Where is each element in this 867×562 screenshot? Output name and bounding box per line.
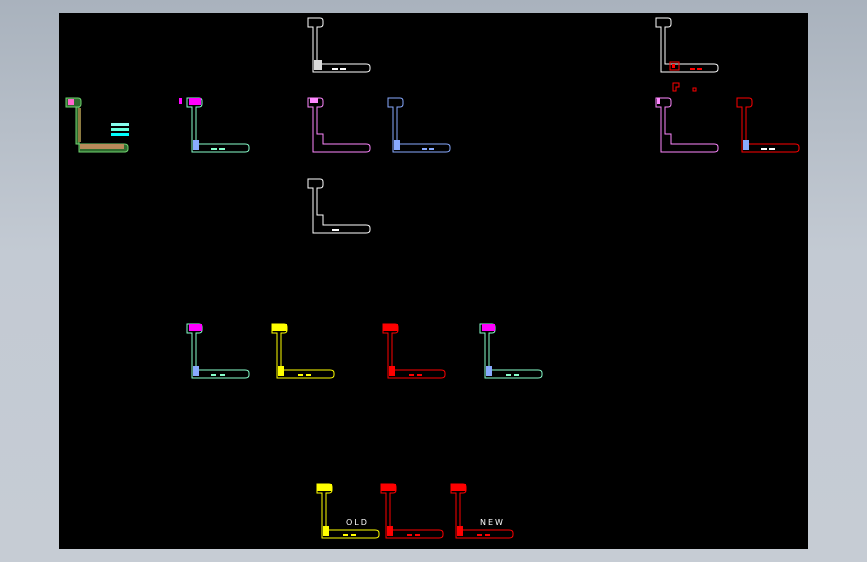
profile-section-pink-right[interactable] — [655, 97, 719, 153]
profile-section-red-right[interactable] — [736, 97, 800, 153]
profile-section-magenta-cyan[interactable] — [186, 323, 250, 379]
profile-section-red-old[interactable] — [380, 483, 444, 539]
profile-section-magenta-mint-row4[interactable] — [479, 323, 543, 379]
old-label: OLD — [346, 518, 369, 527]
profile-section-green-detailed[interactable] — [65, 97, 129, 153]
new-label: NEW — [480, 518, 505, 527]
profile-section-red-new[interactable] — [450, 483, 514, 539]
profile-section-white-top[interactable] — [307, 17, 371, 73]
profile-section-yellow[interactable] — [271, 323, 335, 379]
cad-drawing-canvas[interactable]: OLD NEW — [59, 13, 808, 549]
profile-sections-drawing — [65, 17, 800, 539]
profile-section-pink[interactable] — [307, 97, 371, 153]
profile-section-light-blue[interactable] — [387, 97, 451, 153]
profile-section-red-top-right[interactable] — [655, 17, 719, 73]
profile-section-white-middle[interactable] — [307, 178, 371, 234]
small-red-detail — [672, 82, 697, 92]
profile-section-magenta-mint[interactable] — [179, 97, 250, 153]
profile-section-yellow-old[interactable] — [316, 483, 380, 539]
profile-section-red-row4[interactable] — [382, 323, 446, 379]
